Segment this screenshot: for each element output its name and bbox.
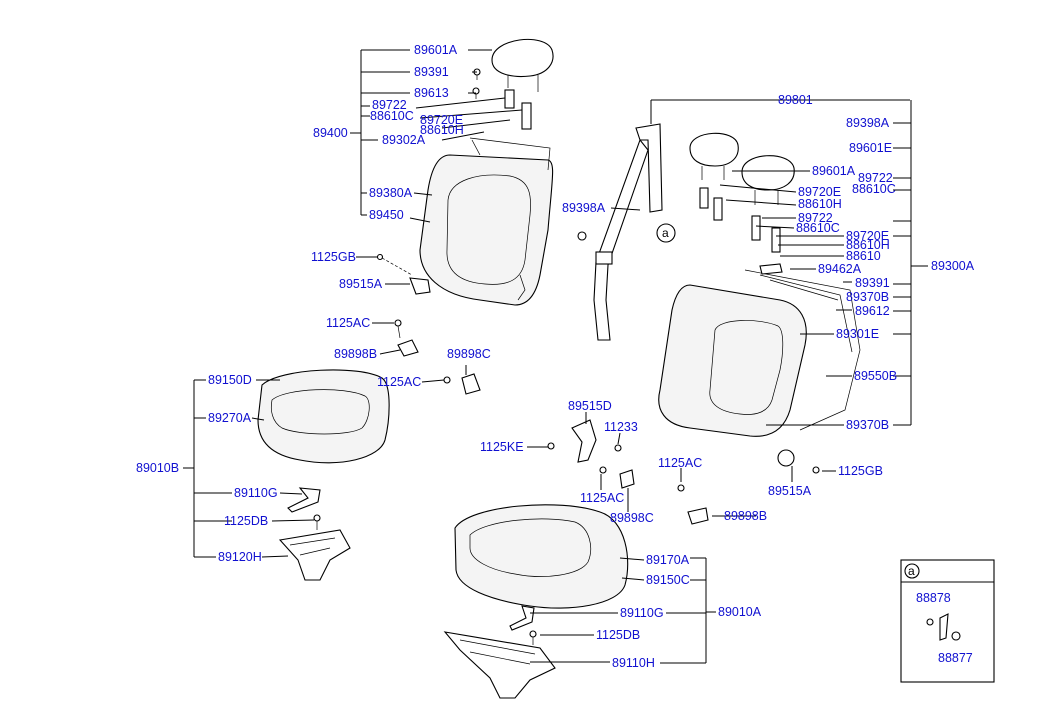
label-1125AC-2[interactable]: 1125AC xyxy=(377,375,421,389)
label-89720E-r2[interactable]: 89720E xyxy=(846,229,889,243)
label-1125AC-4[interactable]: 1125AC xyxy=(658,456,702,470)
label-89515A-left[interactable]: 89515A xyxy=(339,277,383,291)
label-89302A[interactable]: 89302A xyxy=(382,133,426,147)
label-89370B-1[interactable]: 89370B xyxy=(846,290,889,304)
inset-marker-text: a xyxy=(908,564,915,578)
label-89150D[interactable]: 89150D xyxy=(208,373,252,387)
seat-back-icon xyxy=(419,137,554,306)
label-89898B-right[interactable]: 89898B xyxy=(724,509,767,523)
callout-marker[interactable]: a xyxy=(656,223,676,243)
label-89400[interactable]: 89400 xyxy=(313,126,348,140)
label-88877[interactable]: 88877 xyxy=(938,651,973,665)
label-89515A-right[interactable]: 89515A xyxy=(768,484,812,498)
label-89720E-r1[interactable]: 89720E xyxy=(798,185,841,199)
label-89300A[interactable]: 89300A xyxy=(931,259,975,273)
label-89612[interactable]: 89612 xyxy=(855,304,890,318)
label-89601E[interactable]: 89601E xyxy=(849,141,892,155)
bolt-icon xyxy=(376,253,413,276)
label-88610C-r2[interactable]: 88610C xyxy=(796,221,840,235)
label-89150C[interactable]: 89150C xyxy=(646,573,690,587)
label-89391-top[interactable]: 89391 xyxy=(414,65,449,79)
label-89120H[interactable]: 89120H xyxy=(218,550,262,564)
headrest-guide-icon xyxy=(504,89,532,130)
bolt-icon xyxy=(394,319,402,339)
label-89301E[interactable]: 89301E xyxy=(836,327,879,341)
label-1125AC-3[interactable]: 1125AC xyxy=(580,491,624,505)
label-89898C-left[interactable]: 89898C xyxy=(447,347,491,361)
bracket-icon xyxy=(509,605,537,645)
label-1125AC-1[interactable]: 1125AC xyxy=(326,316,370,330)
labels: 89601A 89391 89613 89722 88610C 89720E 8… xyxy=(136,43,975,670)
bracket-icon xyxy=(759,263,820,474)
bracket-icon xyxy=(287,487,321,530)
headrest-icon xyxy=(689,132,739,180)
label-89370B-2[interactable]: 89370B xyxy=(846,418,889,432)
label-88610H-top[interactable]: 88610H xyxy=(420,123,464,137)
headrest-icon xyxy=(741,155,795,205)
label-89613[interactable]: 89613 xyxy=(414,86,449,100)
inset-box: a xyxy=(900,559,995,683)
headrest-icon xyxy=(491,38,554,92)
label-89110G-left[interactable]: 89110G xyxy=(234,486,278,500)
label-89601A-top[interactable]: 89601A xyxy=(414,43,458,57)
label-89722-r1[interactable]: 89722 xyxy=(858,171,893,185)
callout-marker-text: a xyxy=(662,226,669,240)
label-1125GB-right[interactable]: 1125GB xyxy=(838,464,883,478)
label-88878[interactable]: 88878 xyxy=(916,591,951,605)
label-1125GB-left[interactable]: 1125GB xyxy=(311,250,356,264)
label-89010A[interactable]: 89010A xyxy=(718,605,762,619)
label-89722-r2[interactable]: 89722 xyxy=(798,211,833,225)
label-89398A-mid[interactable]: 89398A xyxy=(562,201,606,215)
label-89391-right[interactable]: 89391 xyxy=(855,276,890,290)
label-89380A[interactable]: 89380A xyxy=(369,186,413,200)
seat-back-icon xyxy=(658,269,861,437)
label-89110G-bot[interactable]: 89110G xyxy=(620,606,664,620)
label-89515D[interactable]: 89515D xyxy=(568,399,612,413)
bracket-icon xyxy=(397,339,481,395)
label-88610[interactable]: 88610 xyxy=(846,249,881,263)
label-89450[interactable]: 89450 xyxy=(369,208,404,222)
seat-belt-icon xyxy=(577,123,663,341)
label-88610H-r1[interactable]: 88610H xyxy=(798,197,842,211)
label-89801[interactable]: 89801 xyxy=(778,93,813,107)
label-89170A[interactable]: 89170A xyxy=(646,553,690,567)
label-88610H-r2[interactable]: 88610H xyxy=(846,238,890,252)
label-89550B[interactable]: 89550B xyxy=(854,369,897,383)
label-1125DB-left[interactable]: 1125DB xyxy=(224,514,268,528)
label-89722-top[interactable]: 89722 xyxy=(372,98,407,112)
bolt-icon xyxy=(926,613,961,641)
seat-frame-icon xyxy=(278,529,351,581)
label-88610C-top[interactable]: 88610C xyxy=(370,109,414,123)
bolt-icon xyxy=(472,68,481,99)
label-89601A-right[interactable]: 89601A xyxy=(812,164,856,178)
bracket-icon xyxy=(547,419,709,525)
label-89398A-right[interactable]: 89398A xyxy=(846,116,890,130)
label-88610C-r1[interactable]: 88610C xyxy=(852,182,896,196)
label-89270A[interactable]: 89270A xyxy=(208,411,252,425)
label-1125KE[interactable]: 1125KE xyxy=(480,440,524,454)
label-89898C-mid[interactable]: 89898C xyxy=(610,511,654,525)
label-11233[interactable]: 11233 xyxy=(604,420,638,434)
seat-cushion-icon xyxy=(257,369,390,464)
label-89010B[interactable]: 89010B xyxy=(136,461,179,475)
seat-frame-icon xyxy=(443,631,556,699)
headrest-guide-icon xyxy=(699,187,781,253)
label-89462A[interactable]: 89462A xyxy=(818,262,862,276)
bracket-icon xyxy=(409,277,431,295)
label-89898B-left[interactable]: 89898B xyxy=(334,347,377,361)
seat-cushion-icon xyxy=(454,504,629,609)
label-1125DB-bot[interactable]: 1125DB xyxy=(596,628,640,642)
label-89720E-top[interactable]: 89720E xyxy=(420,113,463,127)
label-89110H[interactable]: 89110H xyxy=(612,656,655,670)
